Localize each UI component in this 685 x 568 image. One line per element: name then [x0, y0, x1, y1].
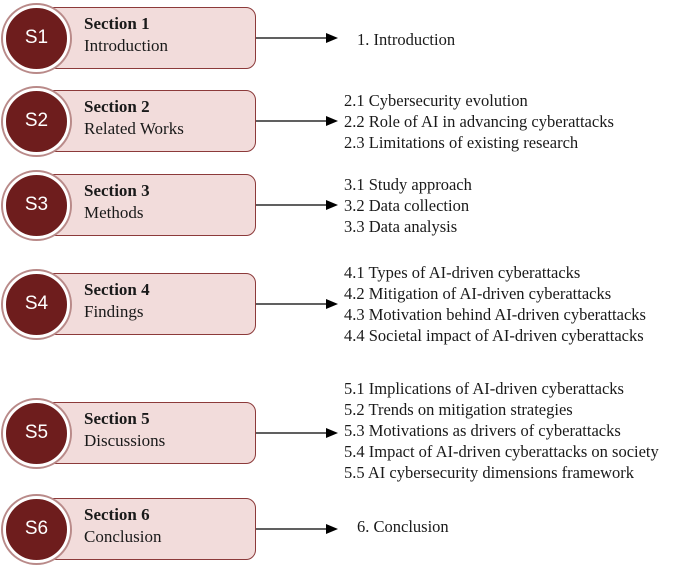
section-badge-label: S2: [24, 110, 49, 131]
section-title: Section 5: [84, 409, 150, 428]
subsection-item: 2.2 Role of AI in advancing cyberattacks: [344, 112, 614, 131]
subsection-item: 5.5 AI cybersecurity dimensions framewor…: [344, 463, 635, 482]
subsection-item: 1. Introduction: [357, 30, 456, 49]
arrow-connector: [256, 524, 338, 534]
subsection-list: 4.1 Types of AI-driven cyberattacks 4.2 M…: [344, 262, 646, 346]
subsection-item: 4.2 Mitigation of AI-driven cyberattacks: [344, 284, 612, 303]
subsection-item: 6. Conclusion: [357, 517, 449, 536]
arrow-connector: [256, 200, 338, 210]
section-badge-label: S3: [24, 194, 49, 215]
section-subtitle: Related Works: [84, 119, 184, 138]
subsection-item: 2.1 Cybersecurity evolution: [344, 91, 528, 110]
section-box: [44, 7, 256, 69]
section-badge: S2: [3, 87, 70, 155]
subsection-item: 4.3 Motivation behind AI-driven cyberatt…: [344, 305, 646, 324]
section-subtitle: Findings: [84, 302, 144, 321]
subsection-list: 5.1 Implications of AI-driven cyberattac…: [344, 378, 659, 483]
section-badge: S4: [3, 270, 70, 338]
section-badge: S1: [3, 4, 70, 72]
section-title: Section 1: [84, 14, 150, 33]
subsection-list: 6. Conclusion: [357, 516, 449, 537]
section-subtitle: Methods: [84, 203, 144, 222]
section-title: Section 4: [84, 280, 150, 299]
section-box: [44, 402, 256, 464]
section-box: [44, 498, 256, 560]
section-subtitle: Conclusion: [84, 527, 162, 546]
section-subtitle: Discussions: [84, 431, 166, 450]
section-title: Section 3: [84, 181, 150, 200]
section-badge-label: S1: [24, 27, 49, 48]
subsection-item: 4.4 Societal impact of AI-driven cyberat…: [344, 326, 644, 345]
subsection-list: 1. Introduction: [357, 29, 455, 50]
section-title: Section 2: [84, 97, 150, 116]
section-badge: S3: [3, 171, 70, 239]
subsection-item: 4.1 Types of AI-driven cyberattacks: [344, 263, 581, 282]
subsection-item: 3.3 Data analysis: [344, 217, 458, 236]
section-badge-label: S6: [24, 518, 49, 539]
subsection-list: 2.1 Cybersecurity evolution 2.2 Role of A…: [344, 90, 614, 153]
subsection-item: 3.1 Study approach: [344, 175, 472, 194]
subsection-item: 5.3 Motivations as drivers of cyberattac…: [344, 421, 621, 440]
section-badge: S6: [3, 495, 70, 563]
section-box: [44, 174, 256, 236]
subsection-item: 5.4 Impact of AI-driven cyberattacks on …: [344, 442, 659, 461]
section-subtitle: Introduction: [84, 36, 169, 55]
section-box: [44, 273, 256, 335]
section-badge: S5: [3, 399, 70, 467]
subsection-item: 5.1 Implications of AI-driven cyberattac…: [344, 379, 624, 398]
subsection-item: 5.2 Trends on mitigation strategies: [344, 400, 573, 419]
subsection-item: 2.3 Limitations of existing research: [344, 133, 579, 152]
arrow-connector: [256, 428, 338, 438]
section-badge-label: S5: [24, 422, 49, 443]
subsection-list: 3.1 Study approach 3.2 Data collection 3.3…: [344, 174, 472, 237]
section-badge-label: S4: [24, 293, 49, 314]
section-box: [44, 90, 256, 152]
arrow-connector: [256, 116, 338, 126]
arrow-connector: [256, 33, 338, 43]
arrow-connector: [256, 299, 338, 309]
subsection-item: 3.2 Data collection: [344, 196, 470, 215]
section-title: Section 6: [84, 505, 150, 524]
